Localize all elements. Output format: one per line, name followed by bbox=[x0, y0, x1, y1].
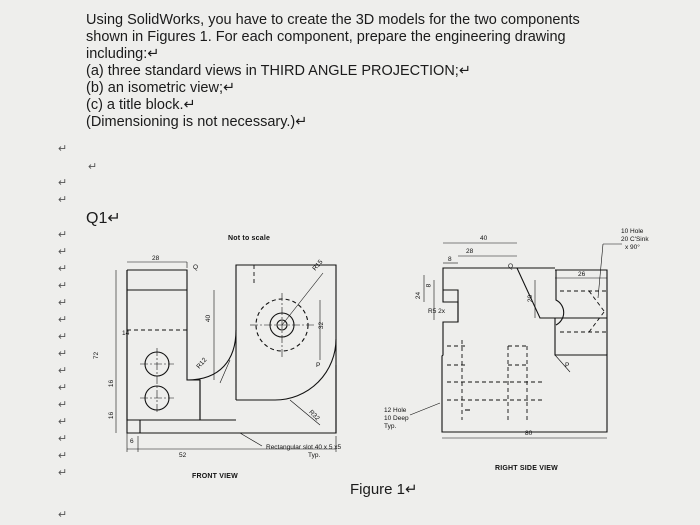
label-q-side: Q bbox=[508, 263, 514, 270]
return-mark: ↵ bbox=[58, 382, 68, 394]
dim-40-side: 40 bbox=[480, 235, 488, 242]
dim-8-top: 8 bbox=[448, 256, 452, 263]
dim-20: 20 bbox=[527, 294, 535, 303]
dim-32: 32 bbox=[318, 321, 326, 330]
return-mark: ↵ bbox=[58, 450, 68, 462]
dim-52: 52 bbox=[179, 452, 187, 459]
return-mark: ↵ bbox=[58, 297, 68, 309]
csink-note-line-1: 10 Hole bbox=[621, 228, 644, 235]
front-view-outline bbox=[126, 264, 337, 434]
return-mark: ↵ bbox=[58, 433, 68, 445]
return-mark: ↵ bbox=[58, 314, 68, 326]
dim-28-side: 28 bbox=[466, 248, 474, 255]
return-mark: ↵ bbox=[58, 143, 68, 155]
return-mark: ↵ bbox=[58, 365, 68, 377]
return-mark: ↵ bbox=[58, 399, 68, 411]
radius-r5: R5 2x bbox=[428, 308, 445, 315]
return-mark: ↵ bbox=[58, 194, 68, 206]
slot-note-line-2: Typ. bbox=[308, 452, 321, 459]
label-p-front: P bbox=[316, 362, 321, 369]
slot-note-line-1: Rectangular slot 40 x 5 x5 bbox=[266, 444, 342, 451]
instructions-block: Using SolidWorks, you have to create the… bbox=[86, 12, 686, 131]
side-view-outline bbox=[441, 267, 608, 433]
return-mark: ↵ bbox=[58, 263, 68, 275]
hole-note-line-3: Typ. bbox=[384, 423, 397, 430]
return-mark: ↵ bbox=[58, 331, 68, 343]
instructions-line-3: including:↵ bbox=[86, 46, 160, 62]
return-mark: ↵ bbox=[58, 280, 68, 292]
dim-26: 26 bbox=[578, 271, 586, 278]
instructions-note: (Dimensioning is not necessary.)↵ bbox=[86, 114, 308, 130]
right-side-view-label: RIGHT SIDE VIEW bbox=[495, 465, 558, 472]
dim-14: 14 bbox=[122, 330, 130, 337]
instructions-line-1: Using SolidWorks, you have to create the… bbox=[86, 12, 580, 28]
dim-24: 24 bbox=[415, 291, 423, 300]
not-to-scale-note: Not to scale bbox=[228, 235, 271, 242]
label-p-side: P bbox=[565, 362, 570, 369]
hole-note-line-1: 12 Hole bbox=[384, 407, 407, 414]
dim-8-left: 8 bbox=[425, 283, 433, 288]
return-mark: ↵ bbox=[58, 177, 68, 189]
figure-caption: Figure 1↵ bbox=[350, 481, 418, 498]
return-mark: ↵ bbox=[58, 416, 68, 428]
instructions-item-c: (c) a title block.↵ bbox=[86, 97, 196, 113]
dim-16-lower: 16 bbox=[108, 411, 116, 420]
front-boss-core bbox=[276, 319, 288, 331]
dim-80: 80 bbox=[525, 430, 533, 437]
csink-note-line-3: x 90° bbox=[625, 244, 640, 251]
dim-72: 72 bbox=[93, 351, 101, 360]
instructions-line-2: shown in Figures 1. For each component, … bbox=[86, 29, 566, 45]
return-mark: ↵ bbox=[58, 467, 68, 479]
return-mark: ↵ bbox=[88, 161, 98, 173]
instructions-item-b: (b) an isometric view;↵ bbox=[86, 80, 236, 96]
instructions-item-a: (a) three standard views in THIRD ANGLE … bbox=[86, 63, 471, 79]
label-q-front: Q bbox=[193, 264, 199, 271]
hole-note-line-2: 10 Deep bbox=[384, 415, 409, 422]
dim-28-front: 28 bbox=[152, 255, 160, 262]
return-mark: ↵ bbox=[58, 509, 68, 521]
dim-16-upper: 16 bbox=[108, 379, 116, 388]
csink-note-line-2: 20 C'Sink bbox=[621, 236, 649, 243]
front-view-label: FRONT VIEW bbox=[192, 473, 238, 480]
dim-6: 6 bbox=[130, 438, 134, 445]
question-label: Q1↵ bbox=[86, 210, 121, 227]
return-mark: ↵ bbox=[58, 348, 68, 360]
dim-40-front: 40 bbox=[205, 314, 213, 323]
return-mark: ↵ bbox=[58, 246, 68, 258]
return-mark: ↵ bbox=[58, 229, 68, 241]
